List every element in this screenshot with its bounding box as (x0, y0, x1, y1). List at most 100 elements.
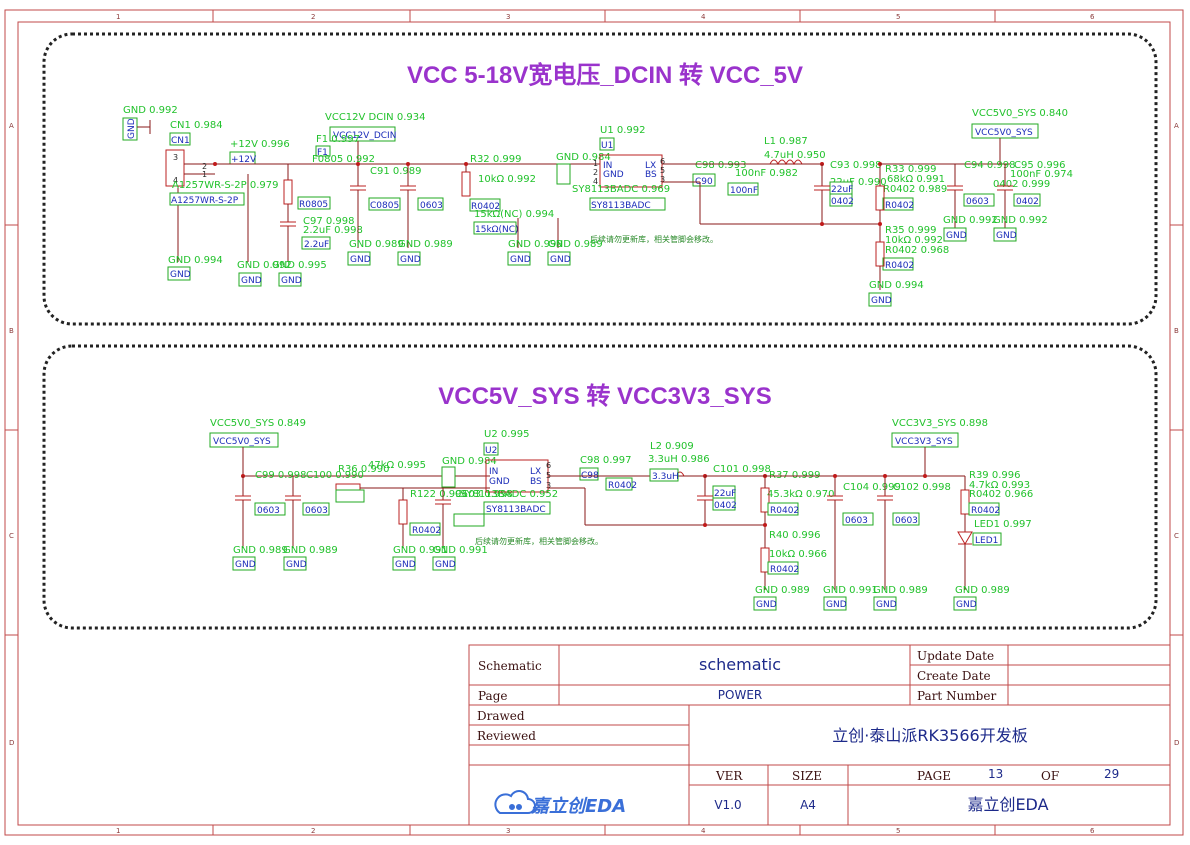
p2-gnd-u2-label: GND 0.984 (442, 456, 497, 467)
p2-gnd-7: GND 0.989 (873, 585, 928, 596)
p2-r39-box: R0402 (971, 506, 1000, 516)
p2-r122-box: R0402 (412, 526, 441, 536)
p1-c95-val: 100nF 0.974 (1010, 169, 1073, 180)
p1-gnd-box-5: GND (400, 255, 421, 265)
p1-gnd-8: GND 0.992 (943, 215, 998, 226)
u2-pin-in: IN (489, 467, 498, 477)
p1-c97-box: 2.2uF (304, 240, 329, 250)
p2-r37-box: R0402 (770, 506, 799, 516)
panel2-circuit: VCC5V0_SYS 0.849 VCC5V0_SYS C99 0.998 C1… (209, 418, 1033, 611)
p1-gnd-7: GND 0.989 (548, 239, 603, 250)
p1-c98-val: 100nF 0.982 (735, 168, 798, 179)
p2-led1-box: LED1 (975, 536, 998, 546)
p2-u2-part: SY8113BADC 0.952 (460, 489, 558, 500)
p1-gnd-box: GND (127, 118, 137, 139)
p1-gnd-box-8: GND (946, 231, 967, 241)
svg-text:3: 3 (546, 481, 551, 490)
tb-update-label: Update Date (917, 649, 994, 663)
p1-r35-val: 10kΩ 0.992 (885, 235, 943, 246)
tb-size-label: SIZE (792, 769, 822, 783)
p1-c0402-v: 0402 0.999 (993, 179, 1050, 190)
tb-create-label: Create Date (917, 669, 991, 683)
p1-u1-label: U1 0.992 (600, 125, 646, 136)
tb-part-label: Part Number (917, 689, 996, 703)
p2-c99-box: 0603 (257, 506, 280, 516)
p2-c98-pkg: R0402 (608, 481, 637, 491)
p2-gnd-3: GND 0.991 (393, 545, 448, 556)
p1-r0402-box: R0402 (471, 202, 500, 212)
p1-c91-label: C91 0.989 (370, 166, 422, 177)
p2-vcc3v3-box: VCC3V3_SYS (895, 437, 953, 447)
zone-col-2: 2 (311, 13, 315, 21)
p1-c98-label: C98 0.993 (695, 160, 747, 171)
p1-gnd-top-label: GND 0.992 (123, 105, 178, 116)
u1-pin-gnd: GND (603, 170, 624, 180)
p2-r40-label: R40 0.996 (769, 530, 820, 541)
p1-note: 后续请勿更新库，相关管脚会移改。 (590, 234, 718, 244)
zone-col-1: 1 (116, 13, 120, 21)
panel2-title: VCC5V_SYS 转 VCC3V3_SYS (438, 382, 771, 410)
zone-col-6: 6 (1090, 13, 1095, 21)
p1-c95-box: 0402 (1016, 197, 1039, 207)
eda-logo: 嘉立创EDA (494, 790, 626, 817)
zone-row-c: C (9, 532, 14, 540)
p1-gnd-1: GND 0.994 (168, 255, 223, 266)
panel1-border (42, 32, 1158, 326)
p2-gnd-box-1: GND (235, 560, 256, 570)
p1-r32-label: R32 0.999 (470, 154, 521, 165)
p2-gnd-box-6: GND (826, 600, 847, 610)
cloud-icon (494, 790, 536, 814)
tb-page-current: 13 (988, 767, 1003, 781)
p1-a1257-box: A1257WR-S-2P (171, 196, 239, 206)
p1-r15k-box: 15kΩ(NC) (475, 225, 519, 235)
zone-row-d: D (9, 739, 14, 747)
p2-gnd-box-3: GND (395, 560, 416, 570)
tb-reviewed-label: Reviewed (477, 729, 536, 743)
p1-gnd-box-6: GND (510, 255, 531, 265)
p2-led1-label: LED1 0.997 (974, 519, 1032, 530)
svg-text:2: 2 (593, 168, 598, 177)
p1-r33-label: R33 0.999 (885, 164, 936, 175)
p1-cn1-label: CN1 0.984 (170, 120, 223, 131)
tb-project-name: 立创·泰山派RK3566开发板 (832, 726, 1027, 745)
tb-page-total: 29 (1104, 767, 1119, 781)
svg-text:3: 3 (660, 175, 665, 184)
p1-r35-label: R35 0.999 (885, 225, 936, 236)
p2-u2-label: U2 0.995 (484, 429, 530, 440)
p1-l1-label: L1 0.987 (764, 136, 808, 147)
zone-col-6-bottom: 6 (1090, 827, 1095, 835)
p2-c100-label: C100 0.990 (306, 470, 364, 481)
outer-frame (4, 9, 1184, 836)
p1-gnd-box-10: GND (871, 296, 892, 306)
p1-gnd-box-2: GND (241, 276, 262, 286)
p2-c99-label: C99 0.998 (255, 470, 307, 481)
title-block (468, 644, 1171, 826)
p2-gnd-box-8: GND (956, 600, 977, 610)
p2-gnd-5: GND 0.989 (755, 585, 810, 596)
p1-gnd-box-9: GND (996, 231, 1017, 241)
p1-gnd-10: GND 0.994 (869, 280, 924, 291)
p2-r122-label: R122 0.996 (410, 489, 468, 500)
tb-drawed-label: Drawed (477, 709, 525, 723)
zone-row-b-right: B (1174, 327, 1179, 335)
tb-of-label: OF (1041, 769, 1059, 783)
tb-pagenum-label: PAGE (917, 769, 951, 783)
u1-pin-lx: LX (645, 161, 656, 171)
p1-f1-label: F1 0.997 (316, 134, 360, 145)
p1-r35-pk: R0402 0.968 (885, 245, 949, 256)
p1-gnd-box-1: GND (170, 270, 191, 280)
zone-col-4: 4 (701, 13, 706, 21)
tb-ver-value: V1.0 (714, 798, 741, 812)
p2-l2-label: L2 0.909 (650, 441, 694, 452)
p1-gnd-3: GND 0.995 (272, 260, 327, 271)
zone-markers-bottom: 1 2 3 4 5 6 (116, 825, 1095, 835)
p1-c93-box: 22uF (831, 185, 853, 195)
zone-col-5-bottom: 5 (896, 827, 900, 835)
panel1-title: VCC 5-18V宽电压_DCIN 转 VCC_5V (407, 61, 803, 89)
p1-c94-box: 0603 (966, 197, 989, 207)
p1-cn1-box: CN1 (171, 136, 190, 146)
p2-r36-val: 47kΩ 0.995 (368, 460, 426, 471)
p1-u1-box: U1 (601, 141, 613, 151)
p1-c90-box: C90 (695, 177, 713, 187)
p1-c94-label: C94 0.998 (964, 160, 1016, 171)
